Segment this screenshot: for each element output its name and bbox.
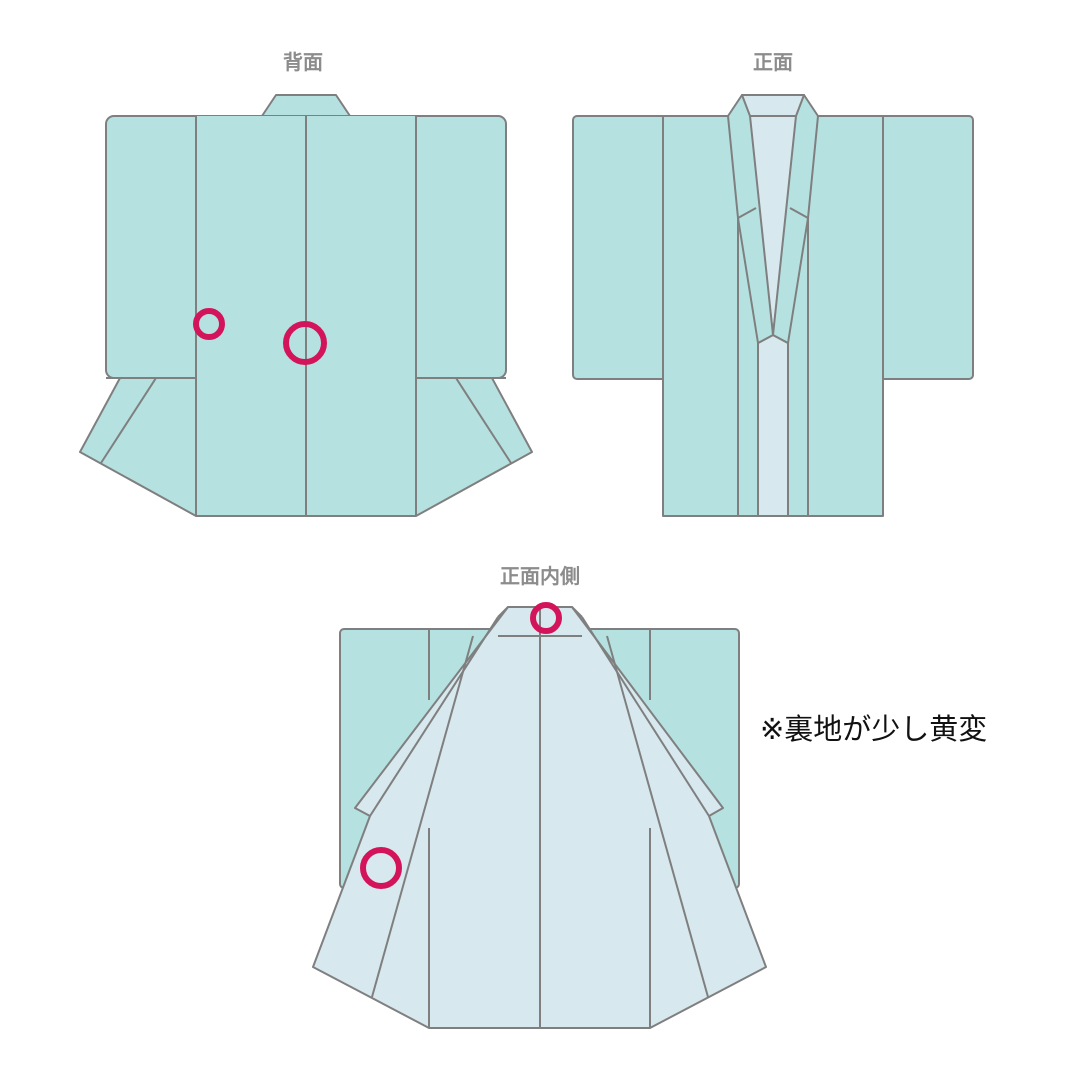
label-inside: 正面内側: [500, 564, 580, 588]
note-lining-yellowed: ※裏地が少し黄変: [760, 712, 988, 746]
back-view: [79, 94, 533, 517]
label-back: 背面: [283, 50, 323, 74]
stain-mark: [193, 308, 225, 340]
label-front: 正面: [753, 50, 793, 74]
inside-view: [312, 602, 767, 1029]
stain-mark: [530, 602, 562, 634]
front-view: [572, 94, 974, 517]
stain-mark: [283, 321, 327, 365]
stain-mark: [360, 847, 402, 889]
